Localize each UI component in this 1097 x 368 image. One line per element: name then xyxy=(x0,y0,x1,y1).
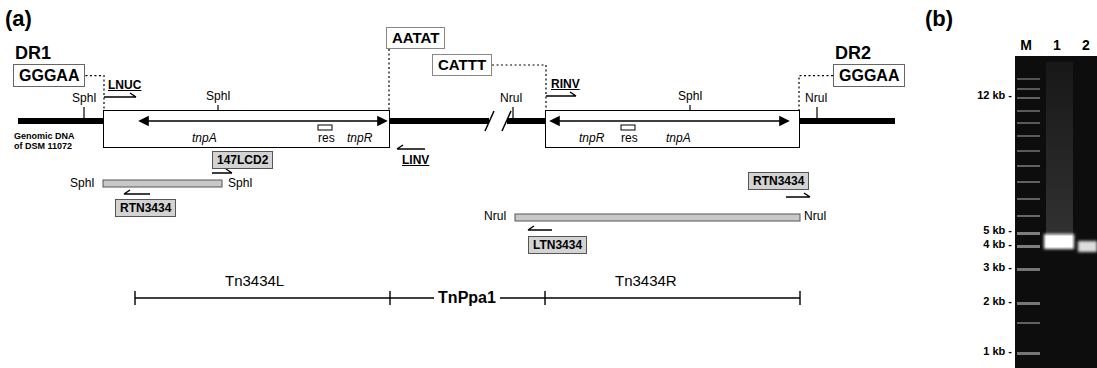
label-text: NruI xyxy=(804,210,827,224)
gene-label: res xyxy=(621,131,638,145)
primer-name: RTN3434 xyxy=(753,174,804,188)
label-text: (a) xyxy=(5,6,32,31)
label-text: SphI xyxy=(72,92,97,106)
sequence-box: DR2GGGAA xyxy=(833,64,905,87)
label-text: (b) xyxy=(925,6,953,31)
label-text: TnPpa1 xyxy=(434,289,500,307)
gene-label: res xyxy=(318,131,335,145)
sequence-box: AATAT xyxy=(386,27,445,49)
restriction-ticks xyxy=(84,105,817,118)
sequence-box: DR1GGGAA xyxy=(13,64,85,87)
res-site xyxy=(318,125,635,130)
label-text: 4 kb - xyxy=(983,238,1012,251)
repeat-name: DR2 xyxy=(835,43,871,64)
primer-name: RTN3434 xyxy=(120,201,171,215)
sequence-box: CATTT xyxy=(432,54,492,76)
label-text: LINV xyxy=(402,154,429,168)
gene-label: tnpA xyxy=(666,131,691,145)
label-text: Tn3434R xyxy=(615,272,677,289)
label-text: NruI xyxy=(805,92,828,106)
primer-name: LTN3434 xyxy=(533,238,582,252)
label-text: SphI xyxy=(70,177,95,191)
label-text: 2 kb - xyxy=(983,295,1012,308)
label-text: 1 xyxy=(1053,37,1061,53)
label-text: 3 kb - xyxy=(983,261,1012,274)
primer-box: RTN3434 xyxy=(115,199,176,217)
label-text: SphI xyxy=(228,177,253,191)
fragment-bars xyxy=(103,180,800,221)
label-text: NruI xyxy=(500,92,523,106)
label-text: SphI xyxy=(678,90,703,104)
primer-box: RTN3434 xyxy=(748,172,809,190)
gel-image xyxy=(1015,56,1097,368)
gene-label: tnpR xyxy=(579,131,604,145)
label-text: Tn3434L xyxy=(225,272,284,289)
dotted-leader xyxy=(799,76,833,110)
label-text: SphI xyxy=(206,90,231,104)
sequence-text: GGGAA xyxy=(19,67,79,84)
primer-box: LTN3434 xyxy=(528,236,587,254)
gene-label: tnpA xyxy=(192,131,217,145)
primer-box: 147LCD2 xyxy=(212,151,273,169)
repeat-name: DR1 xyxy=(15,43,51,64)
label-text: NruI xyxy=(484,210,507,224)
genomic-line xyxy=(18,118,895,124)
sequence-text: AATAT xyxy=(392,29,439,46)
label-text: RINV xyxy=(551,78,580,92)
label-text: 1 kb - xyxy=(983,345,1012,358)
primer-name: 147LCD2 xyxy=(217,153,268,167)
transposon-box: tnpA restnpR xyxy=(103,110,390,148)
dotted-leader xyxy=(492,65,546,110)
label-text: Genomic DNA of DSM 11072 xyxy=(14,131,84,152)
gene-arrows xyxy=(140,117,788,125)
label-text: M xyxy=(1020,37,1032,53)
label-text: LNUC xyxy=(108,79,141,93)
label-text: 2 xyxy=(1082,37,1090,53)
dotted-leader xyxy=(388,49,389,110)
label-text: 12 kb - xyxy=(977,89,1012,102)
label-text: 5 kb - xyxy=(983,224,1012,237)
break-mark xyxy=(485,111,511,131)
gene-label: tnpR xyxy=(347,131,372,145)
sequence-text: CATTT xyxy=(438,56,486,73)
sequence-text: GGGAA xyxy=(839,67,899,84)
primer-arrows xyxy=(104,92,810,230)
transposon-box: tnpR res tnpA xyxy=(545,110,800,148)
